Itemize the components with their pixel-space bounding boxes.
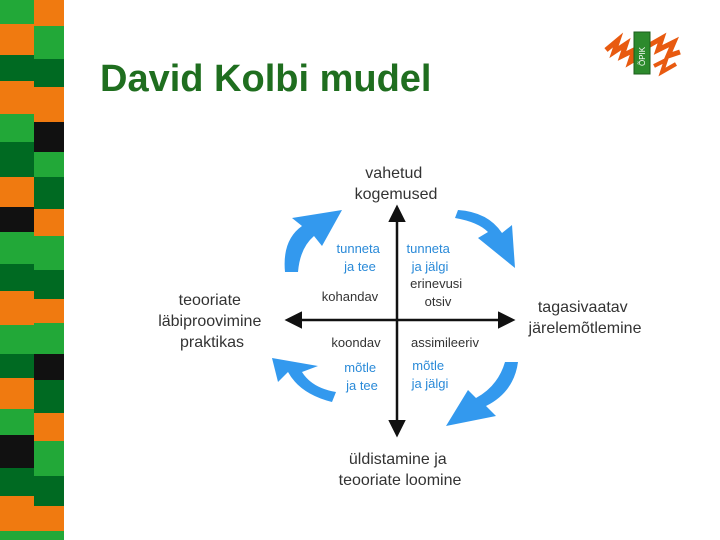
cycle-arrow-bottom-right — [446, 362, 518, 426]
style-top-right-line-1: erinevusi — [410, 276, 462, 291]
stripe-block — [34, 270, 64, 299]
pole-left-line-3: praktikas — [180, 334, 244, 351]
stripe-block — [0, 232, 34, 264]
stripe-block — [34, 299, 64, 323]
pole-left-line-2: läbiproovimine — [158, 313, 261, 330]
stripe-block — [34, 0, 64, 26]
style-bottom-left: koondav — [331, 335, 381, 350]
stripe-block — [0, 114, 34, 142]
pole-right-line-2: järelemõtlemine — [528, 320, 642, 337]
pole-bottom: üldistamine ja teooriate loomine — [339, 451, 462, 489]
pole-top-line-2: kogemused — [355, 186, 438, 203]
style-top-right-line-2: otsiv — [425, 294, 452, 309]
stripe-block — [34, 506, 64, 531]
action-think-do-line-2: ja tee — [345, 378, 378, 393]
style-top-right: erinevusi otsiv — [410, 276, 466, 309]
stripe-block — [0, 531, 34, 540]
cycle-arrow-top-left — [284, 210, 342, 272]
logo-text: ÕPIK — [638, 46, 647, 66]
stripe-block — [0, 207, 34, 232]
stripe-block — [0, 291, 34, 325]
stripe-block — [34, 441, 64, 476]
pole-top-line-1: vahetud — [365, 165, 422, 182]
action-think-watch-line-2: ja jälgi — [411, 376, 449, 391]
stripe-block — [34, 380, 64, 413]
stripe-block — [0, 496, 34, 531]
pole-bottom-line-2: teooriate loomine — [339, 472, 462, 489]
cycle-arrow-top-right — [455, 210, 515, 268]
stripe-block — [0, 378, 34, 409]
stripe-block — [0, 55, 34, 81]
stripe-block — [0, 468, 34, 496]
stripe-block — [0, 142, 34, 177]
action-think-do: mõtle ja tee — [344, 360, 379, 393]
action-feel-do: tunneta ja tee — [337, 241, 384, 274]
action-think-watch: mõtle ja jälgi — [411, 358, 449, 391]
pole-left-line-1: teooriate — [179, 292, 241, 309]
stripe-block — [34, 177, 64, 209]
stripe-block — [0, 435, 34, 468]
decorative-stripe — [0, 0, 64, 540]
stripe-block — [34, 26, 64, 59]
stripe-block — [0, 24, 34, 55]
pole-bottom-line-1: üldistamine ja — [349, 451, 447, 468]
slide-title: David Kolbi mudel — [100, 58, 432, 100]
stripe-block — [34, 209, 64, 236]
action-think-watch-line-1: mõtle — [412, 358, 444, 373]
action-feel-watch-line-2: ja jälgi — [411, 259, 449, 274]
stripe-block — [34, 531, 64, 540]
stripe-block — [34, 122, 64, 152]
opik-logo-icon: ÕPIK — [604, 31, 681, 77]
stripe-block — [34, 236, 64, 270]
stripe-block — [34, 59, 64, 87]
style-bottom-right: assimileeriv — [411, 335, 479, 350]
action-think-do-line-1: mõtle — [344, 360, 376, 375]
action-feel-do-line-2: ja tee — [343, 259, 376, 274]
stripe-block — [0, 325, 34, 354]
stripe-block — [34, 354, 64, 380]
stripe-block — [34, 323, 64, 354]
stripe-block — [0, 264, 34, 291]
pole-top: vahetud kogemused — [355, 165, 438, 203]
stripe-block — [34, 413, 64, 441]
stripe-block — [0, 354, 34, 378]
action-feel-do-line-1: tunneta — [337, 241, 381, 256]
cycle-arrow-bottom-left — [272, 358, 336, 402]
stripe-block — [34, 476, 64, 506]
stripe-block — [0, 81, 34, 114]
style-top-left: kohandav — [322, 289, 379, 304]
pole-left: teooriate läbiproovimine praktikas — [158, 292, 266, 351]
stripe-block — [0, 0, 34, 24]
stripe-block — [34, 152, 64, 177]
action-feel-watch-line-1: tunneta — [407, 241, 451, 256]
stripe-block — [0, 409, 34, 435]
stripe-block — [0, 177, 34, 207]
pole-right: tagasivaatav järelemõtlemine — [528, 299, 642, 337]
stripe-block — [34, 87, 64, 122]
action-feel-watch: tunneta ja jälgi — [407, 241, 454, 274]
pole-right-line-1: tagasivaatav — [538, 299, 628, 316]
